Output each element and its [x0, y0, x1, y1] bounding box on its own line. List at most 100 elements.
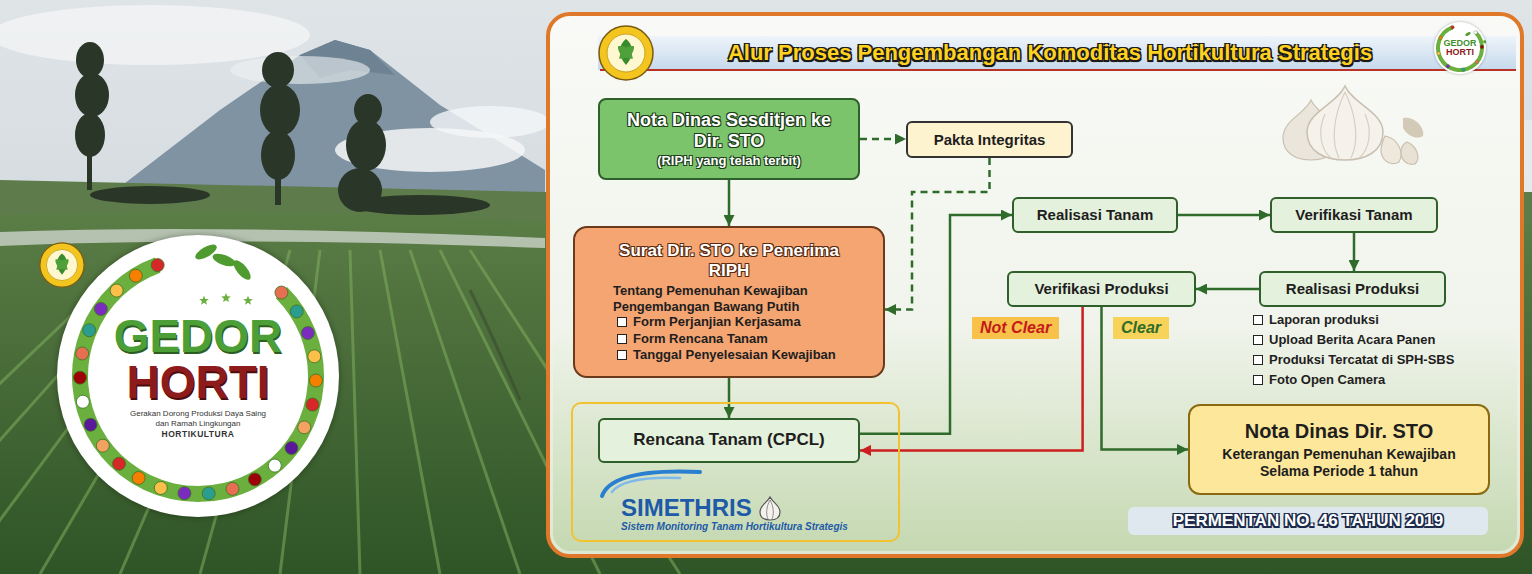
- checklist-item: Laporan produksi: [1269, 312, 1379, 328]
- ministry-logo: [53, 257, 70, 273]
- garlic-illustration: [1307, 86, 1383, 160]
- vegetable-symbol: [154, 481, 167, 494]
- photo-scene: [350, 250, 360, 574]
- photo-scene: [87, 150, 92, 190]
- node-text: Verifikasi Produksi: [1034, 280, 1168, 298]
- vegetable-symbol: [301, 326, 314, 339]
- flow-connector: [1353, 233, 1356, 271]
- vegetable-symbol: [1439, 36, 1443, 40]
- garlic-illustration: [1403, 118, 1423, 138]
- logo-word: GEDOR: [1443, 39, 1476, 48]
- list-text: Laporan produksi: [1269, 312, 1379, 327]
- garlic-illustration: [1381, 136, 1401, 164]
- dashed-connector: [860, 138, 906, 141]
- vegetable-symbol: [96, 439, 109, 452]
- flow-connector: [728, 378, 731, 418]
- list-text: Upload Berita Acara Panen: [1269, 332, 1435, 347]
- panel: [548, 14, 1522, 556]
- ministry-logo: [54, 257, 71, 273]
- logo-badge: GEDORHORTI: [1434, 22, 1486, 74]
- node-text: Realisasi Produksi: [1286, 280, 1419, 298]
- edge-label: Clear: [1113, 317, 1169, 339]
- letter-box: Surat Dir. STO ke Penerima RIPHTentang P…: [573, 226, 885, 378]
- ministry-logo: [40, 243, 84, 287]
- ministry-logo: [599, 26, 653, 80]
- vegetable-symbol: [113, 457, 126, 470]
- simethris-logo-mark: [602, 472, 700, 497]
- diagram-title: Alur Proses Pengembangan Komoditas Horti…: [660, 36, 1440, 70]
- title-bar: [598, 36, 1516, 70]
- checkbox-symbol: [1253, 315, 1263, 325]
- photo-scene: [0, 5, 310, 65]
- node-text: PERMENTAN NO. 46 TAHUN 2019: [1173, 511, 1443, 531]
- star-symbol: [243, 296, 253, 305]
- process-box: Verifikasi Tanam: [1270, 197, 1438, 233]
- vegetable-symbol: [285, 441, 298, 454]
- process-box: Nota Dinas Sesditjen ke Dir. STO(RIPH ya…: [598, 98, 860, 180]
- vegetable-symbol: [74, 371, 87, 384]
- vegetable-symbol: [1474, 31, 1478, 35]
- list-text: Foto Open Camera: [1269, 372, 1385, 387]
- vegetable-symbol: [226, 482, 239, 495]
- box-subtitle: (RIPH yang telah terbit): [657, 153, 801, 168]
- ministry-logo: [46, 249, 77, 280]
- photo-scene: [260, 84, 300, 136]
- checklist-item: Foto Open Camera: [1269, 372, 1385, 388]
- garlic-illustration: [1283, 86, 1423, 164]
- logo-ring: [80, 265, 316, 494]
- vegetable-symbol: [308, 350, 321, 363]
- node-text: Rencana Tanam (CPCL): [633, 430, 824, 450]
- photo-scene: [76, 42, 104, 78]
- vegetable-symbol: [202, 487, 215, 500]
- ministry-logo: [607, 34, 645, 72]
- vegetable-symbol: [1451, 26, 1455, 30]
- ministry-logo: [40, 243, 84, 287]
- vegetable-symbol: [94, 302, 107, 315]
- title-bar: [600, 69, 1516, 71]
- photo-scene: [275, 170, 281, 205]
- photo-scene: [380, 250, 440, 574]
- photo-scene: [262, 52, 294, 88]
- ministry-logo: [599, 26, 653, 80]
- simethris-logo-mark: [760, 497, 780, 520]
- checkbox-symbol: [1253, 355, 1263, 365]
- vegetable-symbol: [151, 259, 164, 272]
- star-symbol: [221, 293, 231, 302]
- vegetable-symbol: [84, 418, 97, 431]
- title-bar: [598, 36, 1516, 70]
- flow-connector: [1178, 214, 1270, 217]
- leaf-symbol: [230, 258, 253, 283]
- vegetable-symbol: [1475, 60, 1479, 64]
- photo-scene: [230, 56, 370, 84]
- flow-connector: [728, 180, 731, 226]
- checkbox-symbol: [617, 317, 627, 327]
- document-box: Pakta Integritas: [906, 121, 1073, 158]
- logo-ring: [1438, 27, 1482, 70]
- vegetable-symbol: [275, 286, 288, 299]
- ministry-logo: [616, 43, 637, 62]
- vegetable-symbol: [268, 459, 281, 472]
- vegetable-symbol: [76, 347, 89, 360]
- checkbox-symbol: [1253, 375, 1263, 385]
- edge-label: Not Clear: [972, 317, 1059, 339]
- vegetable-symbol: [1461, 68, 1465, 72]
- photo-scene: [350, 195, 490, 215]
- logo-word: HORTI: [1446, 48, 1474, 57]
- leaf-symbol: [1483, 40, 1486, 45]
- leaf-symbol: [211, 251, 237, 269]
- box-body: Tentang Pemenuhan Kewajiban Pengembangan…: [613, 283, 853, 314]
- garlic-illustration: [1321, 92, 1370, 158]
- photo-scene: [346, 119, 386, 171]
- vegetable-symbol: [110, 284, 123, 297]
- vegetable-symbol: [1437, 52, 1441, 56]
- group-frame: SIMETHRISSistem Monitoring Tanam Hortiku…: [571, 402, 900, 542]
- node-text: Pakta Integritas: [934, 131, 1046, 149]
- regulation-band: PERMENTAN NO. 46 TAHUN 2019: [1128, 507, 1488, 535]
- checkbox-symbol: [1253, 335, 1263, 345]
- box-heading: Surat Dir. STO ke Penerima RIPH: [614, 241, 844, 280]
- flow-connector: [1102, 307, 1189, 450]
- vegetable-symbol: [290, 305, 303, 318]
- simethris-logo-mark: [612, 478, 680, 492]
- leaf-symbol: [1465, 31, 1472, 37]
